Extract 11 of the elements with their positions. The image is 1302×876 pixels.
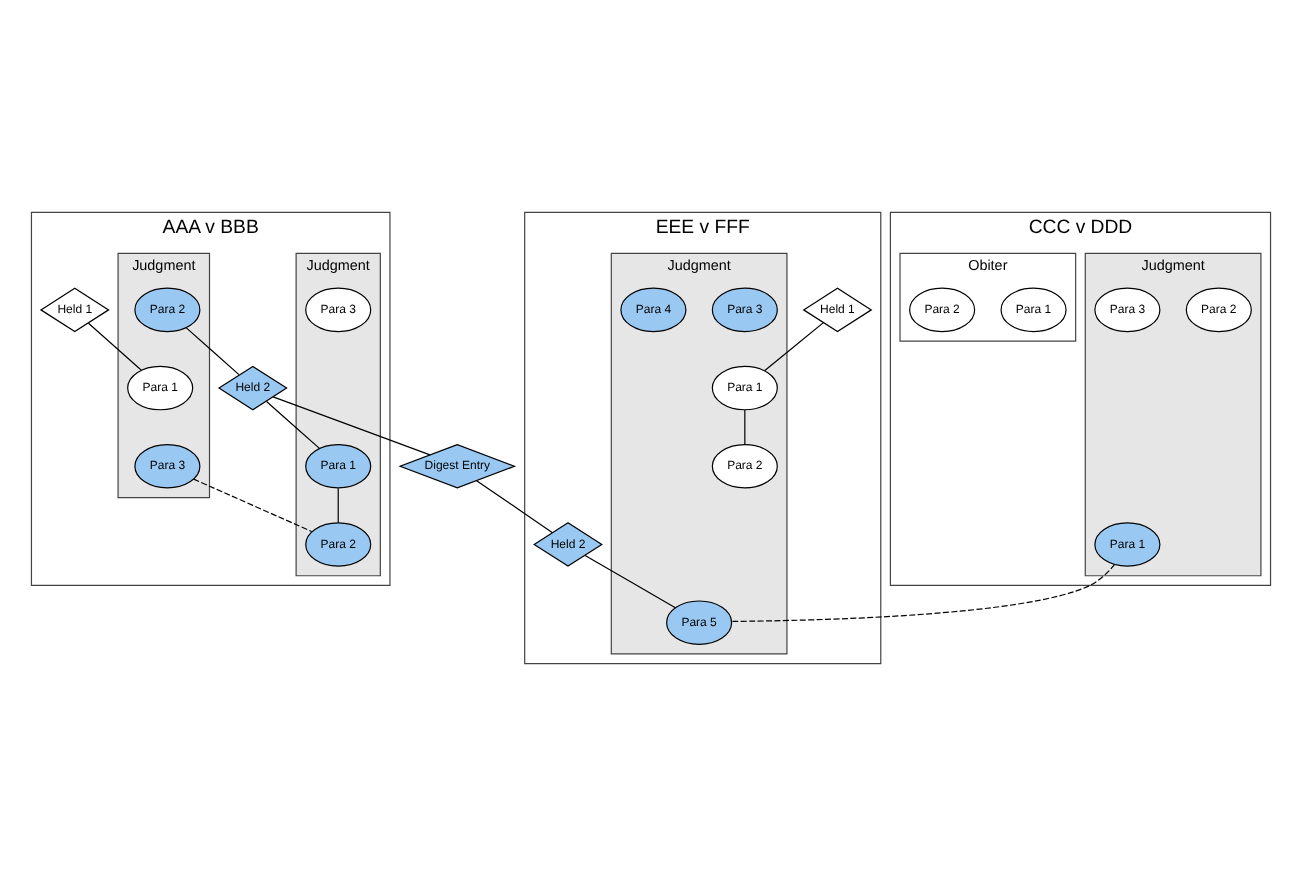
connector [337, 487, 339, 524]
connector [763, 322, 824, 372]
connector [265, 400, 321, 449]
connector [185, 327, 240, 376]
connector [272, 396, 431, 456]
connector [744, 409, 746, 445]
connector [87, 322, 142, 371]
connector [584, 555, 676, 609]
connector [731, 563, 1116, 622]
connector [193, 478, 313, 533]
connector [476, 480, 554, 534]
